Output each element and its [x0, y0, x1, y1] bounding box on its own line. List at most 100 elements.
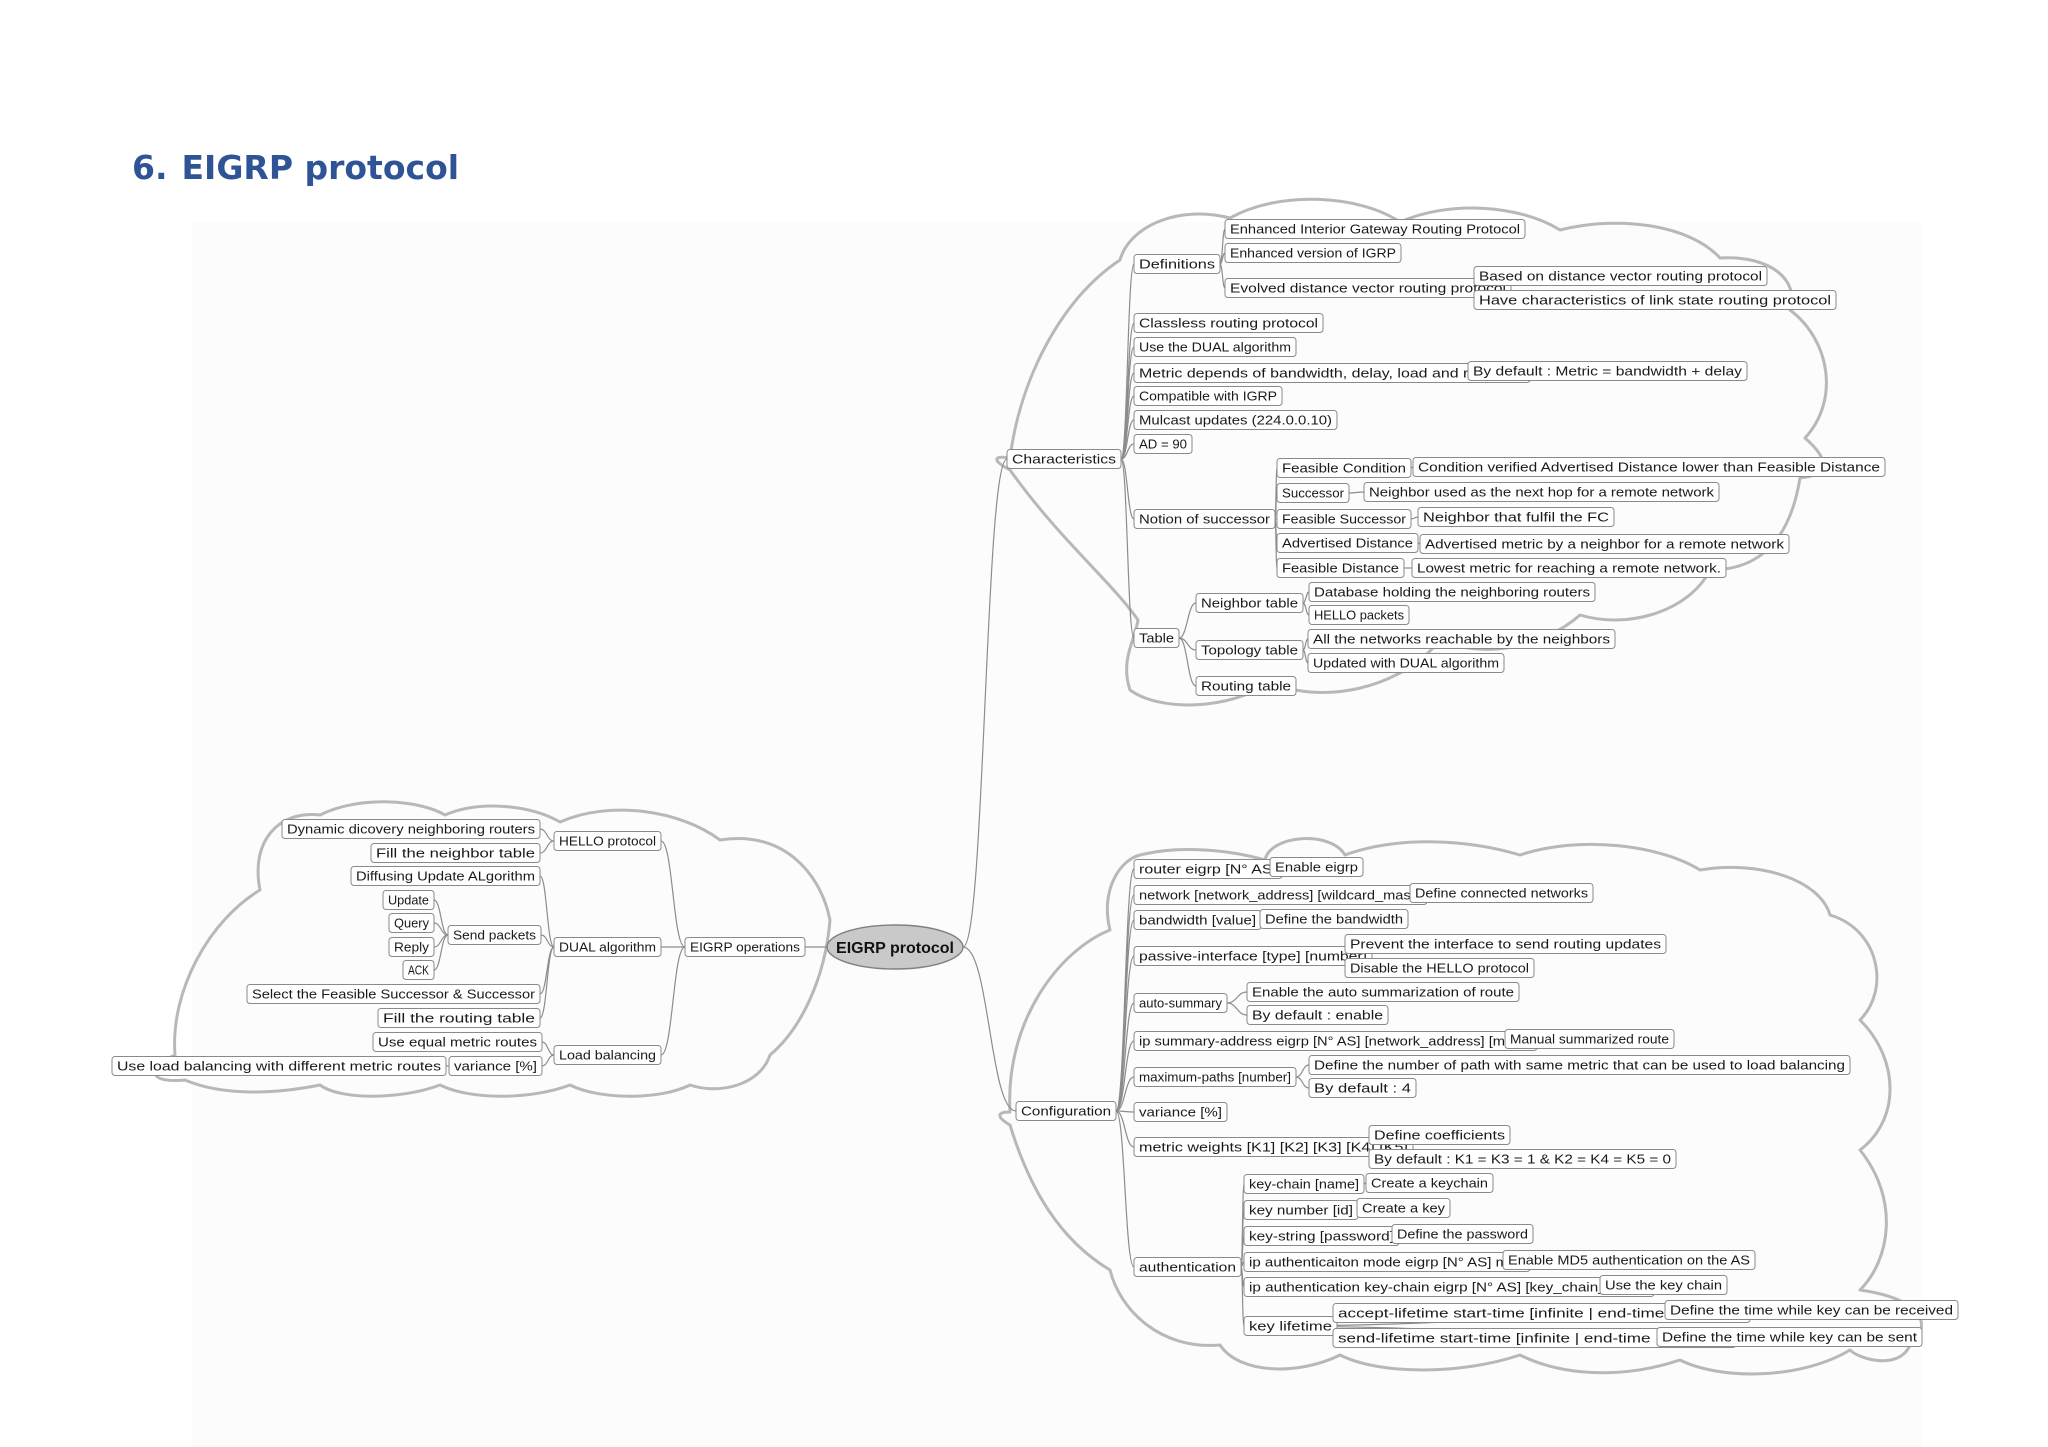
node-label: Database holding the neighboring routers — [1314, 586, 1590, 600]
node-dual-algorithm: DUAL algorithm — [553, 937, 662, 957]
node-label: AD = 90 — [1139, 438, 1187, 452]
node-label: Dynamic dicovery neighboring routers — [287, 823, 535, 837]
node-auto-summary: auto-summary — [1133, 993, 1228, 1013]
configuration-cloud — [998, 837, 1923, 1376]
node-box — [388, 913, 435, 933]
node-ip-authenticaiton-mode-eigrp-n-as-md5: ip authenticaiton mode eigrp [N° AS] md5 — [1243, 1252, 1531, 1272]
node-label: ACK — [408, 964, 430, 978]
connector — [1226, 1002, 1248, 1016]
node-label: Use the DUAL algorithm — [1139, 341, 1291, 355]
node-box — [1473, 290, 1837, 310]
node-box — [1243, 1174, 1365, 1194]
node-box — [1133, 254, 1221, 274]
node-label: Evolved distance vector routing protocol — [1230, 282, 1506, 296]
node-label: Configuration — [1021, 1105, 1111, 1119]
node-label: By default : K1 = K3 = 1 & K2 = K4 = K5 … — [1374, 1153, 1671, 1167]
node-use-the-key-chain: Use the key chain — [1599, 1275, 1728, 1295]
node-label: Define coefficients — [1374, 1129, 1505, 1143]
connector — [1295, 1064, 1310, 1078]
node-box — [1133, 993, 1228, 1013]
node-notion-of-successor: Notion of successor — [1133, 509, 1276, 529]
node-box — [1467, 361, 1748, 381]
node-label: Notion of successor — [1139, 513, 1270, 527]
node-label: Query — [394, 917, 430, 931]
node-classless-routing-protocol: Classless routing protocol — [1133, 313, 1324, 333]
node-label: By default : enable — [1252, 1009, 1383, 1023]
node-box — [382, 890, 435, 910]
node-box — [1224, 243, 1402, 263]
node-label: Neighbor used as the next hop for a remo… — [1369, 486, 1715, 500]
node-box — [1419, 534, 1790, 554]
connector — [539, 840, 555, 854]
node-condition-verified-advertised-distance-l: Condition verified Advertised Distance l… — [1412, 457, 1886, 477]
node-box — [1411, 558, 1727, 578]
node-neighbor-table: Neighbor table — [1195, 593, 1304, 613]
node-box — [111, 1056, 447, 1076]
node-manual-summarized-route: Manual summarized route — [1504, 1029, 1675, 1049]
node-routing-table: Routing table — [1195, 676, 1297, 696]
node-label: By default : Metric = bandwidth + delay — [1473, 365, 1743, 379]
node-definitions: Definitions — [1133, 254, 1221, 274]
node-compatible-with-igrp: Compatible with IGRP — [1133, 386, 1283, 406]
node-bandwidth-value: bandwidth [value] — [1133, 910, 1262, 930]
connector — [1302, 649, 1309, 664]
node-ip-authentication-key-chain-eigrp-n-as-k: ip authentication key-chain eigrp [N° AS… — [1243, 1277, 1655, 1297]
node-label: Metric depends of bandwidth, delay, load… — [1139, 367, 1526, 381]
node-box — [1276, 458, 1412, 478]
node-define-the-password: Define the password — [1391, 1224, 1534, 1244]
node-enable-md5-authentication-on-the-as: Enable MD5 authentication on the AS — [1502, 1250, 1756, 1270]
node-box — [1006, 449, 1122, 469]
node-box — [1276, 483, 1350, 503]
connector — [1302, 591, 1310, 604]
root-node-shape — [826, 924, 964, 970]
node-label: By default : 4 — [1314, 1082, 1411, 1096]
node-label: Characteristics — [1012, 453, 1116, 467]
node-box — [1276, 533, 1419, 553]
node-box — [1195, 593, 1304, 613]
node-neighbor-that-fulfil-the-fc: Neighbor that fulfil the FC — [1417, 507, 1615, 527]
node-box — [1656, 1327, 1923, 1347]
node-eigrp-operations: EIGRP operations — [684, 937, 806, 957]
node-label: ip authentication key-chain eigrp [N° AS… — [1249, 1281, 1649, 1295]
node-box — [1391, 1224, 1534, 1244]
node-key-chain-name: key-chain [name] — [1243, 1174, 1365, 1194]
node-authentication: authentication — [1133, 1257, 1242, 1277]
node-box — [1473, 266, 1768, 286]
node-label: metric weights [K1] [K2] [K3] [K4] [K5] — [1139, 1141, 1408, 1155]
node-label: All the networks reachable by the neighb… — [1313, 633, 1610, 647]
node-label: send-lifetime start-time [infinite | end… — [1338, 1332, 1731, 1346]
node-label: ip summary-address eigrp [N° AS] [networ… — [1139, 1035, 1532, 1049]
node-network-network-address-wildcard-mask: network [network_address] [wildcard_mask… — [1133, 885, 1428, 905]
node-update: Update — [382, 890, 435, 910]
node-box — [1195, 640, 1304, 660]
node-label: Definitions — [1139, 258, 1215, 272]
node-box — [1308, 1055, 1851, 1075]
node-box — [350, 866, 541, 886]
node-dynamic-dicovery-neighboring-routers: Dynamic dicovery neighboring routers — [281, 819, 541, 839]
node-label: Successor — [1282, 487, 1344, 501]
node-define-coefficients: Define coefficients — [1368, 1125, 1511, 1145]
node-box — [1133, 386, 1283, 406]
connector — [1302, 602, 1310, 616]
node-topology-table: Topology table — [1195, 640, 1304, 660]
node-define-the-time-while-key-can-be-receive: Define the time while key can be receive… — [1664, 1300, 1959, 1320]
node-box — [1276, 558, 1405, 578]
node-box — [1133, 946, 1373, 966]
node-label: key-chain [name] — [1249, 1178, 1359, 1192]
node-label: Create a key — [1362, 1202, 1446, 1216]
node-metric-weights-k1-k2-k3-k4-k5: metric weights [K1] [K2] [K3] [K4] [K5] — [1133, 1137, 1414, 1157]
node-box — [1363, 482, 1720, 502]
node-label: authentication — [1139, 1261, 1236, 1275]
node-label: key-string [password] — [1249, 1230, 1394, 1244]
node-box — [377, 1008, 541, 1028]
node-label: key number [id] — [1249, 1204, 1353, 1218]
connector — [962, 946, 1017, 1112]
node-load-balancing: Load balancing — [553, 1045, 662, 1065]
node-label: Advertised metric by a neighbor for a re… — [1425, 538, 1785, 552]
node-box — [553, 937, 662, 957]
node-feasible-condition: Feasible Condition — [1276, 458, 1412, 478]
node-box — [1412, 457, 1886, 477]
node-label: Neighbor that fulfil the FC — [1423, 511, 1609, 525]
node-label: Manual summarized route — [1510, 1033, 1669, 1047]
connector — [1226, 991, 1248, 1004]
